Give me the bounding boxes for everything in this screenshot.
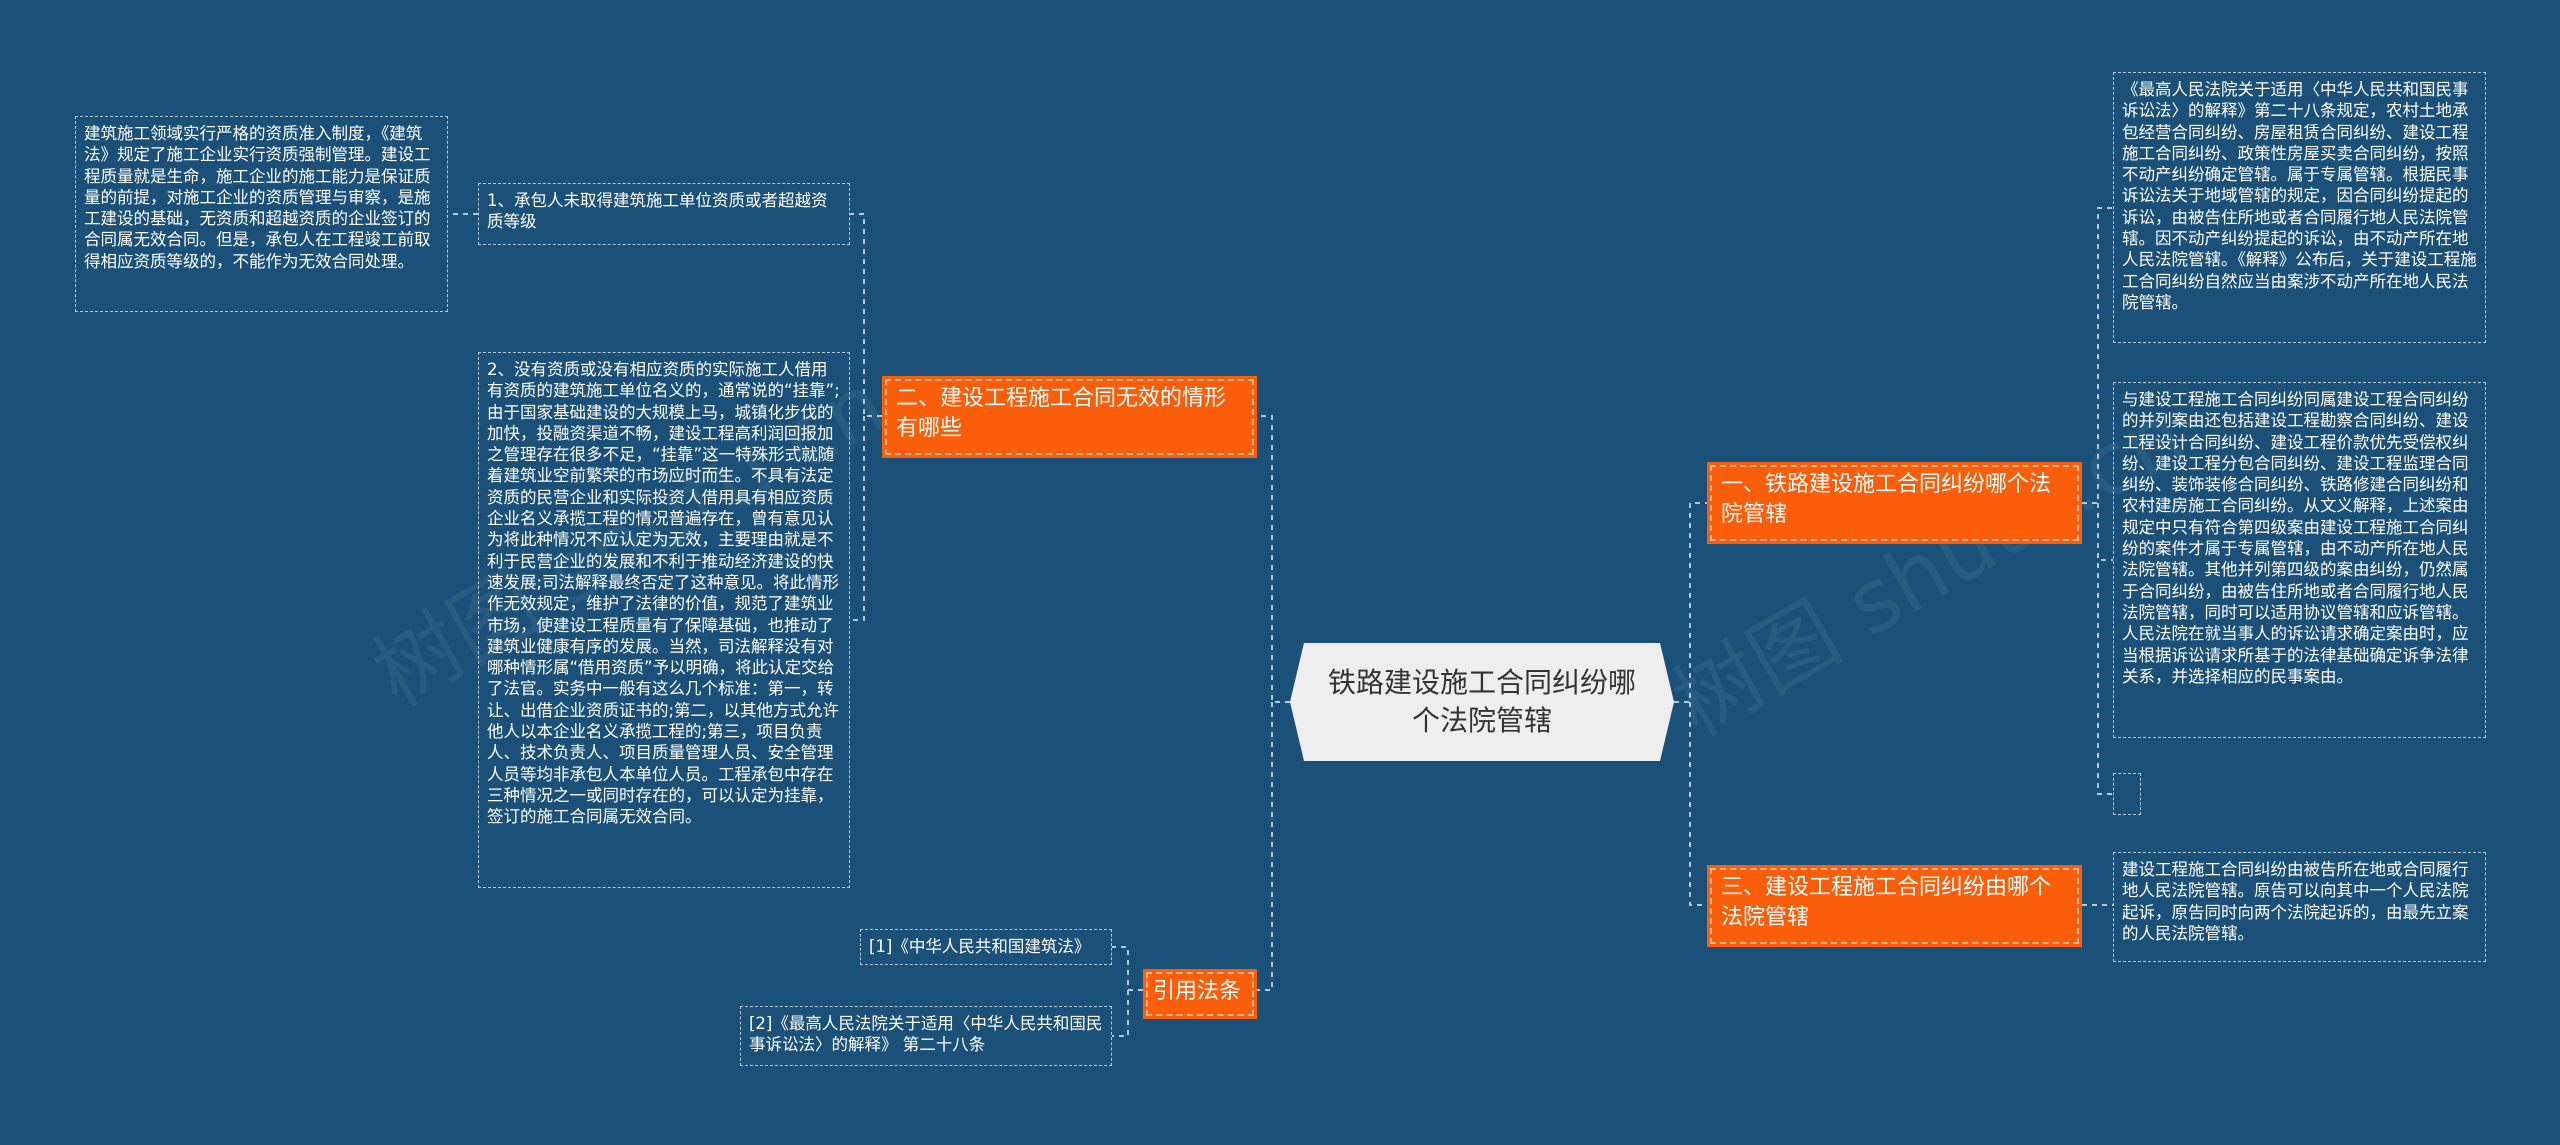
leaf-empty[interactable] bbox=[2113, 773, 2141, 815]
leaf-no-qualification[interactable]: 1、承包人未取得建筑施工单位资质或者超越资质等级 bbox=[478, 183, 850, 245]
leaf-text: 建设工程施工合同纠纷由被告所在地或合同履行地人民法院管辖。原告可以向其中一个人民… bbox=[2122, 860, 2469, 943]
branch-label: 引用法条 bbox=[1153, 979, 1242, 1004]
leaf-qualification-explanation[interactable]: 建筑施工领域实行严格的资质准入制度，《建筑法》规定了施工企业实行资质强制管理。建… bbox=[75, 116, 448, 312]
leaf-text: 建筑施工领域实行严格的资质准入制度，《建筑法》规定了施工企业实行资质强制管理。建… bbox=[84, 124, 431, 271]
root-title: 铁路建设施工合同纠纷哪个法院管辖 bbox=[1327, 666, 1636, 737]
leaf-text: 《最高人民法院关于适用〈中华人民共和国民事诉讼法〉的解释》第二十八条规定，农村土… bbox=[2122, 80, 2477, 312]
leaf-citation-construction-law[interactable]: [1]《中华人民共和国建筑法》 bbox=[860, 929, 1112, 965]
branch-label: 二、建设工程施工合同无效的情形有哪些 bbox=[896, 386, 1227, 441]
connector-b1-r3 bbox=[2097, 503, 2113, 795]
branch-invalid-contract-cases[interactable]: 二、建设工程施工合同无效的情形有哪些 bbox=[882, 376, 1257, 458]
branch-jurisdiction-railway[interactable]: 一、铁路建设施工合同纠纷哪个法院管辖 bbox=[1707, 462, 2082, 544]
connector-root-b1 bbox=[1674, 502, 1707, 703]
connector-root-b4 bbox=[1257, 702, 1273, 991]
connector-b2-l1 bbox=[850, 213, 882, 417]
connector-root-b2 bbox=[1257, 415, 1290, 703]
branch-label: 三、建设工程施工合同纠纷由哪个法院管辖 bbox=[1721, 875, 2052, 930]
leaf-borrowed-qualification[interactable]: 2、没有资质或没有相应资质的实际施工人借用有资质的建筑施工单位名义的，通常说的“… bbox=[478, 352, 850, 888]
leaf-text: 1、承包人未取得建筑施工单位资质或者超越资质等级 bbox=[487, 191, 828, 232]
connector-b4-c1 bbox=[1112, 946, 1143, 991]
branch-label: 一、铁路建设施工合同纠纷哪个法院管辖 bbox=[1721, 472, 2052, 527]
connector-b1-r1 bbox=[2082, 207, 2113, 504]
leaf-text: 2、没有资质或没有相应资质的实际施工人借用有资质的建筑施工单位名义的，通常说的“… bbox=[487, 360, 840, 827]
leaf-court-choice[interactable]: 建设工程施工合同纠纷由被告所在地或合同履行地人民法院管辖。原告可以向其中一个人民… bbox=[2113, 852, 2486, 962]
leaf-citation-interpretation[interactable]: [2]《最高人民法院关于适用〈中华人民共和国民事诉讼法〉的解释》 第二十八条 bbox=[740, 1006, 1112, 1066]
branch-cited-laws[interactable]: 引用法条 bbox=[1143, 969, 1257, 1019]
leaf-text: 与建设工程施工合同纠纷同属建设工程合同纠纷的并列案由还包括建设工程勘察合同纠纷、… bbox=[2122, 390, 2469, 686]
connector-root-b3 bbox=[1689, 702, 1707, 906]
branch-jurisdiction-construction[interactable]: 三、建设工程施工合同纠纷由哪个法院管辖 bbox=[1707, 865, 2082, 947]
connector-b1-r2 bbox=[2097, 503, 2113, 561]
leaf-text: [2]《最高人民法院关于适用〈中华人民共和国民事诉讼法〉的解释》 第二十八条 bbox=[749, 1014, 1103, 1055]
leaf-judicial-interpretation[interactable]: 《最高人民法院关于适用〈中华人民共和国民事诉讼法〉的解释》第二十八条规定，农村土… bbox=[2113, 72, 2486, 343]
leaf-related-case-types[interactable]: 与建设工程施工合同纠纷同属建设工程合同纠纷的并列案由还包括建设工程勘察合同纠纷、… bbox=[2113, 382, 2486, 738]
leaf-text: [1]《中华人民共和国建筑法》 bbox=[869, 937, 1091, 956]
connector-b2-l2 bbox=[850, 416, 865, 621]
connector-b4-c2 bbox=[1112, 990, 1129, 1037]
root-topic[interactable]: 铁路建设施工合同纠纷哪个法院管辖 bbox=[1290, 643, 1674, 761]
